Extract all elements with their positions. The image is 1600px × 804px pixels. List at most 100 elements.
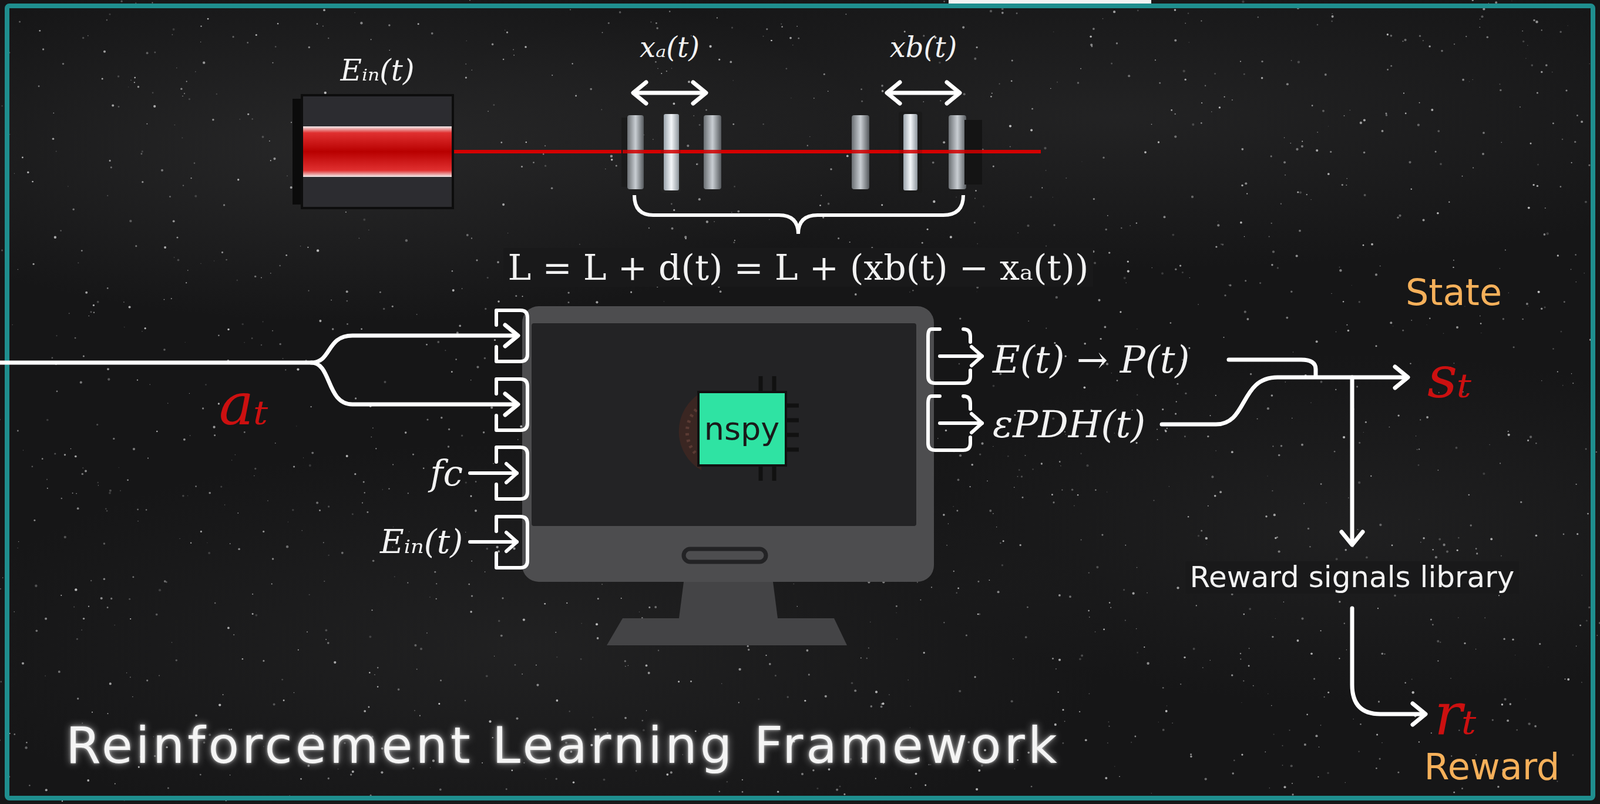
- speck: [1273, 513, 1276, 516]
- speck: [483, 357, 486, 359]
- speck: [512, 546, 516, 550]
- speck: [147, 457, 149, 459]
- speck: [1233, 758, 1236, 761]
- speck: [173, 256, 176, 258]
- speck: [1080, 68, 1082, 70]
- speck: [417, 22, 420, 25]
- speck: [1280, 444, 1283, 447]
- speck: [1403, 92, 1405, 94]
- speck: [1151, 123, 1153, 126]
- speck: [976, 243, 978, 245]
- speck: [1412, 690, 1415, 694]
- speck: [1301, 617, 1304, 620]
- speck: [1224, 294, 1226, 297]
- speck: [434, 570, 436, 573]
- speck: [1045, 245, 1047, 247]
- speck: [1241, 148, 1244, 151]
- beam-through: [622, 149, 1041, 154]
- speck: [1494, 1, 1498, 4]
- speck: [1559, 31, 1562, 33]
- speck: [103, 577, 106, 580]
- speck: [438, 703, 440, 705]
- speck: [492, 462, 494, 464]
- speck: [544, 145, 546, 147]
- speck: [519, 424, 523, 428]
- speck: [1327, 172, 1330, 176]
- speck: [1271, 263, 1273, 266]
- speck: [1069, 595, 1072, 598]
- speck: [111, 104, 114, 107]
- speck: [982, 205, 985, 208]
- speck: [1204, 85, 1206, 87]
- speck: [1295, 148, 1299, 151]
- speck: [1120, 227, 1123, 230]
- speck: [524, 45, 527, 48]
- speck: [1426, 415, 1429, 419]
- speck: [1322, 109, 1325, 113]
- speck: [1386, 68, 1389, 71]
- speck: [1359, 121, 1363, 124]
- speck: [475, 480, 477, 483]
- speck: [869, 621, 872, 623]
- speck: [105, 507, 107, 510]
- speck: [567, 301, 570, 304]
- speck: [1165, 709, 1168, 712]
- displacement-arrows: [633, 82, 960, 104]
- speck: [909, 705, 912, 707]
- speck: [835, 788, 839, 791]
- speck: [68, 312, 70, 314]
- speck: [327, 641, 330, 644]
- speck: [251, 593, 254, 595]
- speck: [1342, 300, 1344, 302]
- speck: [1377, 607, 1379, 609]
- speck: [505, 787, 508, 790]
- speck: [501, 596, 504, 599]
- speck: [666, 70, 668, 72]
- speck: [990, 95, 993, 98]
- speck: [1392, 325, 1394, 326]
- speck: [797, 37, 800, 40]
- speck: [82, 37, 84, 39]
- speck: [1520, 501, 1522, 503]
- speck: [137, 520, 139, 521]
- speck: [1057, 690, 1059, 692]
- speck: [1503, 637, 1505, 640]
- speck: [1574, 253, 1577, 256]
- speck: [507, 232, 509, 234]
- speck: [1326, 771, 1329, 774]
- speck: [482, 431, 485, 433]
- speck: [1087, 609, 1090, 612]
- speck: [1026, 224, 1030, 227]
- speck: [1271, 489, 1273, 492]
- speck: [1166, 427, 1168, 429]
- speck: [970, 463, 974, 466]
- speck: [394, 575, 396, 577]
- speck: [1358, 300, 1361, 304]
- speck: [1174, 113, 1176, 115]
- speck: [358, 237, 361, 240]
- speck: [1209, 659, 1211, 661]
- speck: [64, 535, 67, 539]
- speck: [144, 327, 147, 329]
- speck: [1576, 114, 1579, 117]
- speck: [1329, 150, 1332, 153]
- speck: [1575, 483, 1578, 485]
- speck: [54, 236, 57, 239]
- speck: [1271, 704, 1273, 707]
- speck: [195, 71, 196, 72]
- speck: [1499, 462, 1501, 464]
- speck: [274, 442, 277, 444]
- speck: [525, 141, 527, 144]
- speck: [673, 102, 676, 106]
- speck: [1, 249, 3, 251]
- speck: [601, 583, 603, 585]
- speck: [183, 438, 186, 441]
- speck: [597, 597, 600, 600]
- speck: [1136, 394, 1139, 396]
- speck: [469, 495, 472, 497]
- speck: [1436, 639, 1440, 642]
- speck: [1278, 454, 1281, 457]
- speck: [521, 673, 523, 675]
- speck: [1501, 141, 1503, 143]
- speck: [297, 649, 299, 651]
